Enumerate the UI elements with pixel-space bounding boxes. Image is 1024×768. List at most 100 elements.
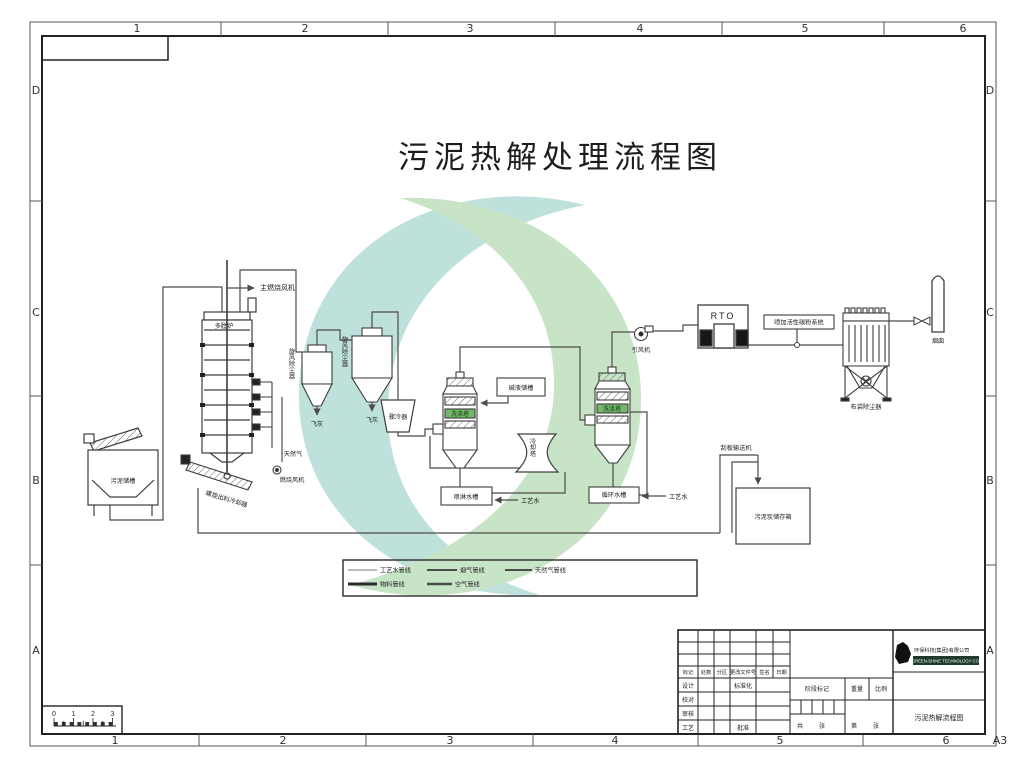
company-logo bbox=[895, 642, 911, 664]
grid-number: 2 bbox=[280, 734, 287, 747]
screw-cooler-label: 螺旋出料冷却器 bbox=[205, 489, 250, 510]
company-name-bar bbox=[913, 656, 979, 665]
tb-scale: 比例 bbox=[875, 685, 887, 693]
tb-design: 设计 bbox=[682, 682, 694, 690]
ruler-tick: 1 bbox=[72, 711, 76, 718]
cyclone-separator-2 bbox=[351, 327, 393, 403]
grid-letter: D bbox=[986, 84, 994, 97]
legend-item: 物料管线 bbox=[380, 581, 405, 589]
tb-approve: 批准 bbox=[737, 724, 749, 732]
tb-change-doc: 更改文件号 bbox=[730, 668, 756, 676]
legend-item: 天然气管线 bbox=[535, 567, 566, 575]
grid-letter: D bbox=[32, 84, 40, 97]
stack-label: 烟囱 bbox=[932, 337, 944, 345]
sludge-storage-tank bbox=[83, 427, 159, 516]
cyclone2-label: 旋风除尘器 bbox=[341, 335, 348, 368]
sludge-tank-label: 污泥储槽 bbox=[111, 477, 136, 485]
cooling-tower-label: 冷却塔 bbox=[529, 437, 536, 457]
tb-count: 处数 bbox=[701, 668, 712, 676]
grid-number: 6 bbox=[960, 22, 967, 35]
ruler-tick: 2 bbox=[91, 711, 95, 718]
scrubber1-label: 洗涤塔 bbox=[451, 410, 469, 418]
grid-number: 6 bbox=[943, 734, 950, 747]
process-water-label-2: 工艺水 bbox=[669, 493, 688, 501]
alkali-tank bbox=[496, 377, 546, 397]
company-watermark-logo bbox=[298, 196, 642, 596]
tb-zone: 分区 bbox=[717, 668, 727, 676]
grid-letter: A bbox=[986, 644, 994, 657]
circ-tank-label: 循环水槽 bbox=[602, 491, 627, 499]
scrubber2-label: 洗涤塔 bbox=[603, 405, 621, 413]
circulating-water-tank bbox=[588, 486, 640, 504]
grid-number: 5 bbox=[802, 22, 809, 35]
tb-signature: 签名 bbox=[759, 668, 769, 676]
tb-process: 工艺 bbox=[682, 724, 694, 732]
scraper-conveyor-label: 刮板输送机 bbox=[721, 444, 753, 452]
sheet-size-label: A3 bbox=[993, 734, 1008, 747]
id-fan-label: 引风机 bbox=[632, 346, 651, 354]
injection-point bbox=[794, 342, 800, 348]
drawing-main-title: 污泥热解处理流程图 bbox=[398, 140, 722, 175]
carbon-injection-box bbox=[763, 314, 835, 330]
bag-filter-label: 布袋除尘器 bbox=[851, 403, 883, 411]
quench-vessel bbox=[380, 399, 416, 433]
title-block-labels: 标记 处数 分区 更改文件号 签名 日期 设计 校对 审核 工艺 标准化 批准 … bbox=[682, 642, 980, 732]
cyclone1-label: 旋风除尘器 bbox=[288, 347, 295, 380]
grid-letter: C bbox=[32, 306, 40, 319]
combustion-fan-label: 燃烧风机 bbox=[280, 476, 306, 484]
tb-standardize: 标准化 bbox=[734, 682, 752, 690]
induced-draft-fan bbox=[633, 325, 654, 342]
scrubber-tower-2 bbox=[584, 366, 632, 464]
cyclone-separator-1 bbox=[301, 344, 333, 407]
fly-ash-label-1: 飞灰 bbox=[311, 420, 323, 428]
tb-check: 校对 bbox=[682, 696, 694, 704]
grid-number: 2 bbox=[302, 22, 309, 35]
char-storage-box bbox=[735, 487, 811, 545]
tb-date: 日期 bbox=[776, 669, 786, 676]
grid-letter: C bbox=[986, 306, 994, 319]
spray-tank-label: 喷淋水槽 bbox=[454, 493, 479, 501]
grid-number: 3 bbox=[467, 22, 474, 35]
scrubber-tower-1 bbox=[432, 371, 479, 469]
ruler-tick: 0 bbox=[52, 711, 56, 718]
spray-water-tank bbox=[440, 486, 493, 506]
drawing-border bbox=[29, 21, 997, 747]
multi-hearth-furnace bbox=[200, 260, 257, 480]
grid-letter: B bbox=[986, 474, 994, 487]
fly-ash-label-2: 飞灰 bbox=[366, 416, 378, 424]
grid-number: 4 bbox=[612, 734, 619, 747]
grid-number: 1 bbox=[112, 734, 119, 747]
border-coordinates: 1 2 3 4 5 6 1 2 3 4 5 6 D C B A D C B A … bbox=[32, 22, 1008, 747]
grid-letter: B bbox=[32, 474, 40, 487]
scale-ruler: 0 1 2 3 bbox=[41, 705, 123, 735]
exhaust-stack bbox=[913, 275, 945, 333]
process-water-label-1: 工艺水 bbox=[521, 497, 540, 505]
tb-drawing-title: 污泥热解流程图 bbox=[915, 713, 964, 722]
grid-number: 4 bbox=[637, 22, 644, 35]
tb-mark: 标记 bbox=[683, 668, 693, 676]
grid-number: 3 bbox=[447, 734, 454, 747]
legend-item: 烟气管线 bbox=[460, 567, 485, 575]
rto-unit bbox=[697, 304, 749, 349]
alkali-tank-label: 碱液储槽 bbox=[509, 384, 534, 392]
bag-filter bbox=[840, 307, 892, 402]
main-combustion-fan-label: 主燃烧风机 bbox=[260, 283, 295, 292]
legend-item: 工艺水管线 bbox=[380, 567, 411, 575]
flow-lines bbox=[109, 269, 914, 534]
ruler-tick: 3 bbox=[111, 711, 115, 718]
quench-label: 骤冷器 bbox=[389, 413, 408, 421]
grid-number: 5 bbox=[777, 734, 784, 747]
company-name-en: GREEN-SHINE TECHNOLOGY CO. bbox=[912, 659, 980, 664]
tb-sheets: 张 bbox=[819, 722, 825, 730]
furnace-burners bbox=[251, 378, 283, 475]
grid-letter: A bbox=[32, 644, 40, 657]
company-name-cn: 环保科技(集团)有限公司 bbox=[914, 646, 969, 654]
tb-sheet: 张 bbox=[873, 722, 879, 730]
line-legend: 工艺水管线 烟气管线 天然气管线 物料管线 空气管线 bbox=[342, 559, 698, 597]
cooling-tower bbox=[514, 433, 560, 473]
screw-discharge-cooler bbox=[180, 454, 253, 491]
title-block bbox=[677, 629, 986, 735]
tb-stage-mark: 阶段标记 bbox=[805, 685, 829, 693]
